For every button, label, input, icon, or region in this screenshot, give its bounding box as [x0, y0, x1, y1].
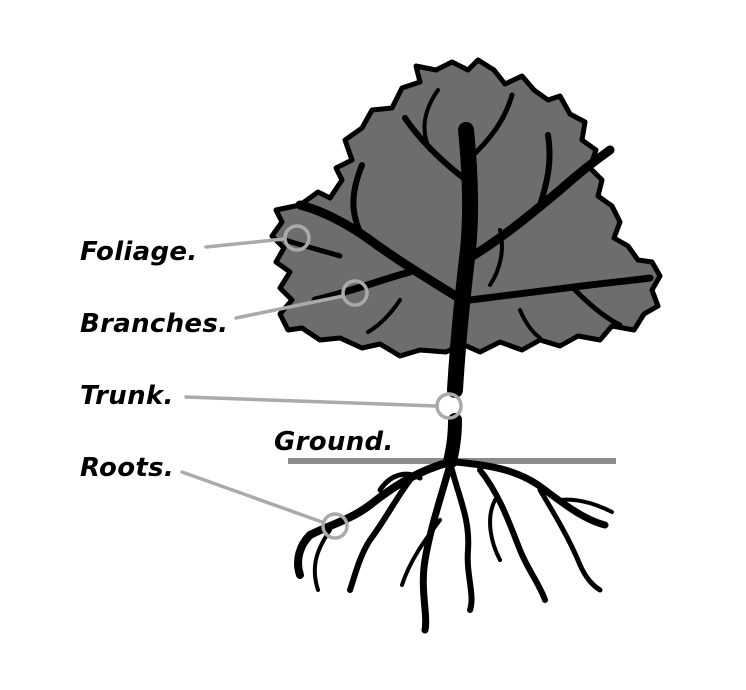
- roots-label: Roots.: [80, 453, 174, 483]
- trunk-pointer: [186, 394, 461, 418]
- roots-leader-line: [182, 472, 322, 522]
- trunk-leader-line: [186, 397, 436, 406]
- ground-label: Ground.: [274, 427, 394, 457]
- branches-label: Branches.: [80, 309, 228, 339]
- foliage-label: Foliage.: [80, 237, 198, 267]
- trunk-label: Trunk.: [80, 381, 174, 411]
- foliage-leader-line: [206, 239, 284, 247]
- roots-pointer: [182, 472, 347, 538]
- trunk-marker: [437, 394, 461, 418]
